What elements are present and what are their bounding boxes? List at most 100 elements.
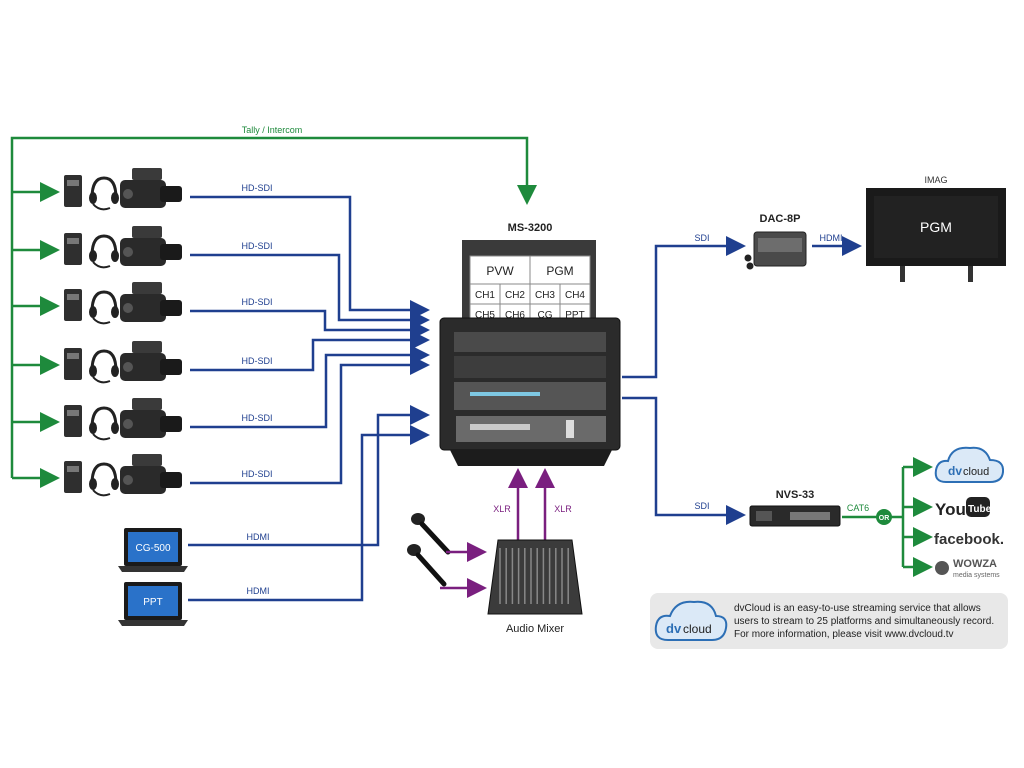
headset-icon (90, 234, 118, 257)
hdmi-line-cg500 (188, 405, 430, 547)
camera-eyepiece (123, 189, 133, 199)
camera-icon (120, 238, 166, 266)
wowza-sub: media systems (953, 572, 1000, 579)
multiview-ch1: CH1 (475, 290, 495, 301)
headset-icon (90, 462, 118, 485)
headset-mic (92, 317, 111, 325)
headset-earcup (111, 306, 119, 318)
dvcloud-note-line3: For more information, please visit www.d… (734, 629, 954, 640)
headset-icon (90, 176, 118, 199)
beltpack-panel (67, 410, 79, 416)
headset-mic (92, 203, 111, 211)
laptop-display (128, 532, 178, 562)
camera-row (64, 398, 182, 441)
laptop-base (118, 566, 188, 572)
rack-unit (454, 356, 606, 378)
camera-rows (64, 168, 182, 497)
rack-unit (454, 332, 606, 352)
laptop-cg500-label: CG-500 (135, 543, 170, 554)
mixer-faders (499, 548, 569, 604)
headset-earcup (111, 192, 119, 204)
or-label: OR (879, 515, 890, 522)
hd-sdi-label: HD-SDI (242, 356, 273, 366)
dac-connector (746, 262, 754, 270)
camera-icon (120, 180, 166, 208)
youtube-you: You (935, 500, 966, 519)
led-strip (470, 392, 540, 396)
beltpack-icon (64, 233, 82, 265)
tally-intercom-lines: Tally / Intercom (10, 125, 537, 488)
laptop-display (128, 586, 178, 616)
multiview-cg: CG (538, 310, 553, 321)
beltpack-icon (64, 348, 82, 380)
dvcloud-note-cloud-icon (654, 600, 728, 641)
camera-handle (132, 282, 162, 294)
dvcloud-note: dv cloud dvCloud is an easy-to-use strea… (650, 593, 1008, 649)
audio-mixer-label: Audio Mixer (506, 623, 564, 635)
beltpack-panel (67, 180, 79, 186)
streaming-branches (901, 457, 933, 577)
camera-lens (160, 416, 182, 432)
hdmi-label-ppt: HDMI (247, 586, 270, 596)
youtube-logo: You Tube (935, 497, 992, 519)
tally-label: Tally / Intercom (242, 125, 303, 135)
mic-body (419, 521, 451, 555)
multiview-ch6: CH6 (505, 310, 525, 321)
laptop-ppt-label: PPT (143, 597, 162, 608)
camera-row (64, 282, 182, 325)
hd-sdi-line (190, 195, 430, 320)
camera-handle (132, 454, 162, 466)
camera-icon (120, 410, 166, 438)
headset-earcup (89, 192, 97, 204)
imag-leg (900, 266, 905, 282)
headset-earcup (89, 422, 97, 434)
headset-earcup (89, 250, 97, 262)
multiview-ppt: PPT (565, 310, 584, 321)
beltpack-panel (67, 238, 79, 244)
laptop-cg500: CG-500 (118, 528, 188, 572)
hd-sdi-label: HD-SDI (242, 469, 273, 479)
beltpack-panel (67, 294, 79, 300)
beltpack-icon (64, 461, 82, 493)
camera-handle (132, 168, 162, 180)
nvs-buttons (790, 512, 830, 520)
dvcloud-note-logo-dv: dv (666, 621, 682, 636)
nvs-33: NVS-33 (749, 489, 841, 527)
dac-title: DAC-8P (760, 213, 801, 225)
camera-eyepiece (123, 362, 133, 372)
facebook-logo: facebook. (934, 531, 1004, 548)
wowza-name: WOWZA (953, 558, 997, 570)
camera-handle (132, 398, 162, 410)
dac-8p: DAC-8P (744, 213, 807, 270)
cloud-icon (934, 446, 1005, 483)
headset-earcup (89, 365, 97, 377)
headset-earcup (89, 306, 97, 318)
headset-earcup (111, 422, 119, 434)
multiview-ch2: CH2 (505, 290, 525, 301)
beltpack-panel (67, 353, 79, 359)
dvcloud-note-line1: dvCloud is an easy-to-use streaming serv… (734, 603, 981, 614)
imag-screen-label: PGM (920, 219, 952, 235)
dvcloud-note-logo-cloud: cloud (683, 622, 712, 636)
imag-leg (968, 266, 973, 282)
camera-eyepiece (123, 419, 133, 429)
headset-mic (92, 489, 111, 497)
headset-mic (92, 376, 111, 384)
audio-section: XLR XLR Audio Mixer (407, 468, 583, 635)
camera-icon (120, 466, 166, 494)
headset-earcup (111, 250, 119, 262)
beltpack-panel (67, 466, 79, 472)
mic-body (415, 552, 447, 587)
dac-connector (744, 254, 752, 262)
headset-icon (90, 406, 118, 429)
sdi-label-nvs: SDI (694, 501, 709, 511)
camera-row (64, 226, 182, 269)
headset-earcup (111, 478, 119, 490)
ms3200-title: MS-3200 (508, 222, 553, 234)
hdmi-label-imag: HDMI (820, 233, 843, 243)
ms3200-switcher: MS-3200 PVW PGM CH1 CH2 CH3 CH4 CH5 CH6 … (439, 222, 621, 466)
youtube-tube-bg (966, 497, 990, 517)
or-badge (876, 509, 892, 525)
